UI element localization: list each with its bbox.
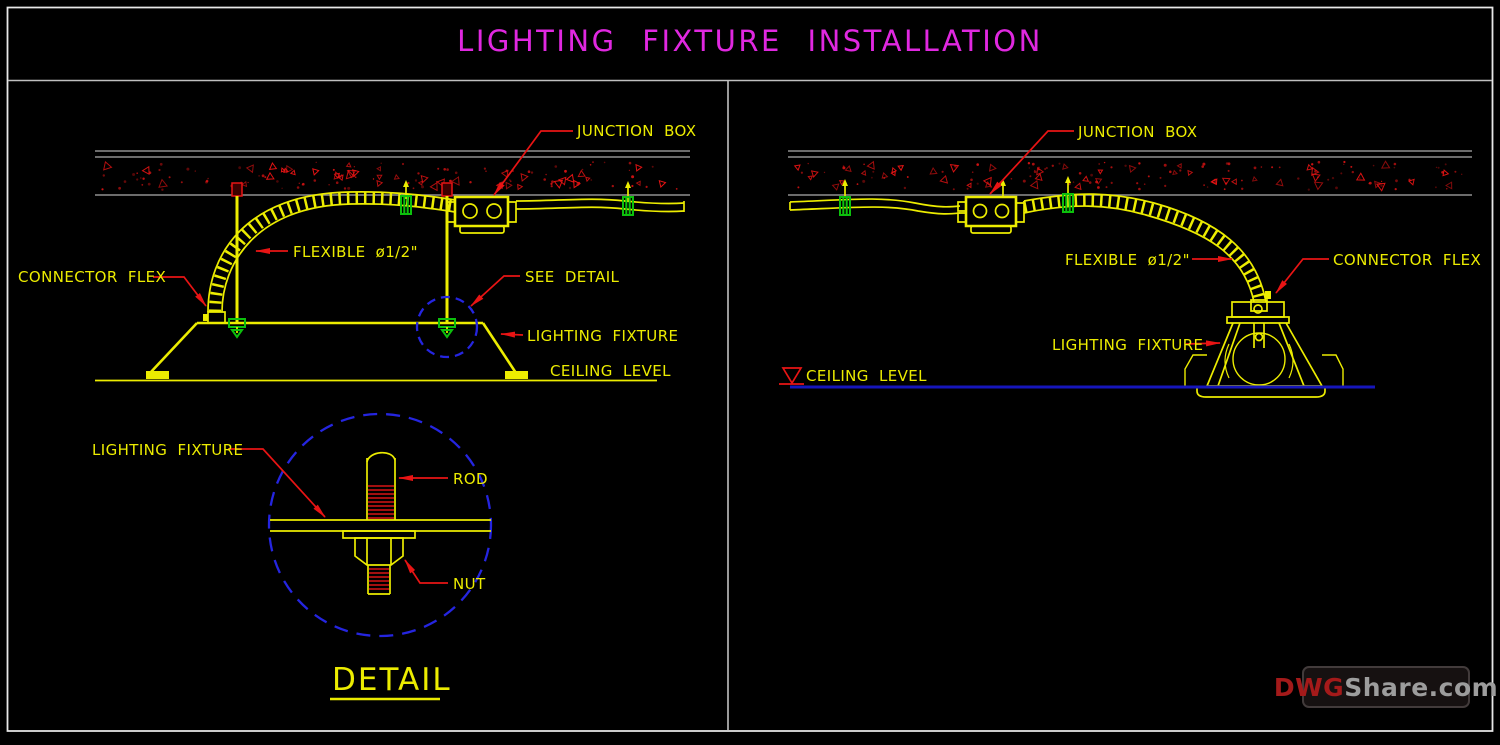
watermark-prefix: DWG: [1273, 672, 1345, 702]
conduit-coupling: [839, 197, 851, 215]
label-lighting-fixture: LIGHTING FIXTURE: [1052, 336, 1203, 354]
detail-callout-circle: [417, 297, 477, 357]
lighting-fixture-body: [146, 323, 528, 379]
leader-lighting-fixture: [500, 331, 523, 338]
leader-connector-flex: [153, 277, 206, 307]
label-connector-flex: CONNECTOR FLEX: [18, 268, 166, 286]
label-junction-box: JUNCTION BOX: [1077, 123, 1197, 141]
slab-aggregate-hatch: [795, 161, 1463, 191]
concrete-slab: [95, 151, 690, 195]
left-panel-section: JUNCTION BOX FLEXIBLE ø1/2" CONNECTOR FL…: [18, 122, 696, 381]
leader-connector-flex: [1276, 259, 1329, 294]
flexible-conduit: [208, 192, 455, 312]
label-detail-lighting-fixture: LIGHTING FIXTURE: [92, 441, 243, 459]
fixture-trim-ring: [1197, 386, 1325, 397]
datum-symbol: [779, 368, 804, 384]
rigid-conduit: [790, 199, 960, 214]
concrete-slab: [788, 151, 1472, 195]
leader-nut: [405, 559, 448, 583]
rigid-conduit: [516, 199, 684, 212]
nut: [343, 531, 415, 594]
leader-lighting-fixture: [1186, 340, 1221, 347]
detail-view-title: DETAIL: [332, 662, 452, 698]
conduit-coupling: [622, 197, 634, 215]
leader-detail-lighting-fixture: [228, 449, 326, 518]
right-panel-section: JUNCTION BOX FLEXIBLE ø1/2" CONNECTOR FL…: [779, 123, 1481, 397]
slab-aggregate-hatch: [101, 161, 678, 191]
label-junction-box: JUNCTION BOX: [576, 122, 696, 140]
sheet-frame: [8, 8, 1493, 732]
leader-junction-box: [494, 131, 573, 196]
leader-see-detail: [470, 276, 520, 307]
label-flexible: FLEXIBLE ø1/2": [1065, 251, 1190, 269]
conduit-coupling: [400, 196, 412, 214]
connector-flex-fitting: [203, 312, 225, 323]
label-rod: ROD: [453, 470, 488, 488]
label-connector-flex: CONNECTOR FLEX: [1333, 251, 1481, 269]
leader-junction-box: [989, 131, 1074, 195]
label-lighting-fixture: LIGHTING FIXTURE: [527, 327, 678, 345]
recessed-lighting-fixture: [1185, 302, 1343, 397]
watermark-suffix: Share.com: [1344, 672, 1499, 702]
junction-box: [447, 197, 516, 233]
junction-box: [958, 197, 1024, 233]
lamp-bulb: [1233, 333, 1285, 385]
detail-view: LIGHTING FIXTURE ROD NUT DETAIL: [92, 414, 491, 699]
label-nut: NUT: [453, 575, 486, 593]
page-title: LIGHTING FIXTURE INSTALLATION: [457, 24, 1043, 58]
label-ceiling-level: CEILING LEVEL: [550, 362, 671, 380]
anchor-bolt: [442, 183, 452, 196]
label-ceiling-level: CEILING LEVEL: [806, 367, 927, 385]
detail-boundary-circle: [269, 414, 491, 636]
connector-flex-fitting: [1251, 291, 1271, 311]
rod: [367, 453, 395, 520]
label-see-detail: SEE DETAIL: [525, 268, 620, 286]
flexible-conduit: [1024, 194, 1266, 302]
anchor-bolt: [232, 183, 242, 196]
label-flexible: FLEXIBLE ø1/2": [293, 243, 418, 261]
conduit-coupling: [1062, 194, 1074, 212]
rod-fastener: [229, 319, 455, 337]
